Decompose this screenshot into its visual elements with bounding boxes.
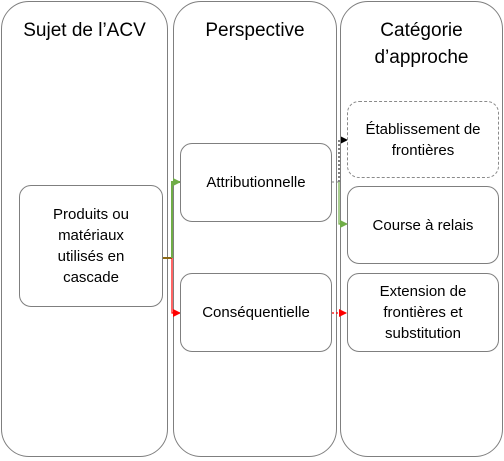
node-relay-race-label: Course à relais — [372, 216, 474, 234]
column-subject-title: Sujet de l’ACV — [23, 20, 146, 41]
column-approach-title-line2: d’approche — [374, 47, 469, 68]
node-attributional: Attributionnelle — [180, 143, 332, 222]
node-attributional-label: Attributionnelle — [206, 174, 306, 191]
column-perspective: Perspective — [173, 1, 337, 457]
column-perspective-title: Perspective — [205, 20, 305, 41]
node-boundary-setting: Établissement de frontières — [347, 101, 499, 178]
node-boundary-extension-label: Extension de frontières et substitution — [379, 283, 467, 342]
node-consequential: Conséquentielle — [180, 273, 332, 352]
column-approach-title-line1: Catégorie — [380, 20, 463, 41]
node-consequential-label: Conséquentielle — [202, 304, 310, 321]
link-consequential — [171, 258, 181, 317]
link-attr-to-boundary-arrow — [338, 136, 348, 182]
node-subject-label: Produits ou matériaux utilisés en cascad… — [53, 206, 129, 286]
node-boundary-extension: Extension de frontières et substitution — [347, 273, 499, 352]
node-relay-race: Course à relais — [347, 186, 499, 264]
node-subject: Produits ou matériaux utilisés en cascad… — [19, 185, 163, 307]
node-boundary-setting-label: Établissement de frontières — [365, 120, 481, 159]
link-attributional — [171, 178, 181, 258]
link-attr-to-relay — [338, 182, 348, 228]
